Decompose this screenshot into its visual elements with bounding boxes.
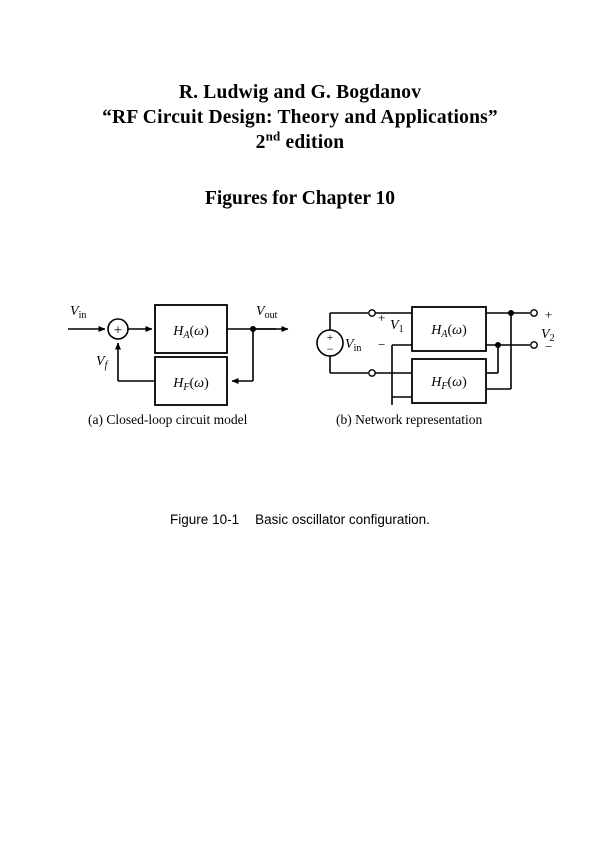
voltage-source-minus-sign: − xyxy=(327,342,334,356)
figure-caption-text: Basic oscillator configuration. xyxy=(255,512,430,527)
port1-bottom-terminal xyxy=(368,369,376,377)
authors-line: R. Ludwig and G. Bogdanov xyxy=(178,82,422,103)
voltage-source-plus-sign: + xyxy=(327,330,334,344)
book-title-line: “RF Circuit Design: Theory and Applicati… xyxy=(102,107,498,128)
port1-minus-sign: − xyxy=(378,337,385,352)
block-feedback-network-a-label: HF(ω) xyxy=(172,376,209,393)
block-forward-amplifier-a xyxy=(154,304,228,354)
edition-ordinal-suffix: nd xyxy=(265,128,281,144)
figure-svg: + HA(ω) HF(ω) Vi xyxy=(68,304,555,406)
block-forward-amplifier-a-label: HA(ω) xyxy=(172,324,209,341)
label-v1-b: V1 xyxy=(390,318,404,335)
block-forward-amplifier-b-label: HA(ω) xyxy=(430,323,467,340)
label-v-f-a: Vf xyxy=(96,354,109,371)
block-feedback-network-b xyxy=(411,358,487,404)
block-forward-amplifier-b xyxy=(411,306,487,352)
edition-line: 2nd edition xyxy=(0,130,600,156)
port2-bottom-terminal xyxy=(530,341,538,349)
subcaption-b: (b) Network representation xyxy=(336,412,483,427)
label-v-in-a: Vin xyxy=(70,304,86,321)
title-block: R. Ludwig and G. Bogdanov “RF Circuit De… xyxy=(0,80,600,156)
port1-top-terminal xyxy=(368,309,376,317)
label-v-out-a: Vout xyxy=(256,304,278,321)
label-v-in-b: Vin xyxy=(345,337,361,354)
chapter-heading: Figures for Chapter 10 xyxy=(204,188,396,209)
port2-minus-sign: − xyxy=(545,339,552,354)
port2-top-terminal xyxy=(530,309,538,317)
edition-number: 2 xyxy=(255,132,266,153)
figure-graphic: + HA(ω) HF(ω) Vi xyxy=(0,285,600,445)
subcaption-a: (a) Closed-loop circuit model xyxy=(88,412,248,427)
port2-plus-sign: + xyxy=(545,307,552,322)
diagram-a-group: + HA(ω) HF(ω) Vi xyxy=(68,304,289,406)
figure-number: Figure 10-1 xyxy=(170,512,240,527)
figure-caption: Figure 10-1 Basic oscillator configuratio… xyxy=(0,512,600,527)
diagram-b-group: + − Vin + − V1 HA(ω) xyxy=(316,306,555,405)
block-feedback-network-b-label: HF(ω) xyxy=(430,375,467,392)
port1-plus-sign: + xyxy=(378,310,385,325)
label-v2-b: V2 xyxy=(541,327,555,344)
edition-word: edition xyxy=(285,132,345,153)
summing-junction-plus-sign: + xyxy=(114,323,122,339)
